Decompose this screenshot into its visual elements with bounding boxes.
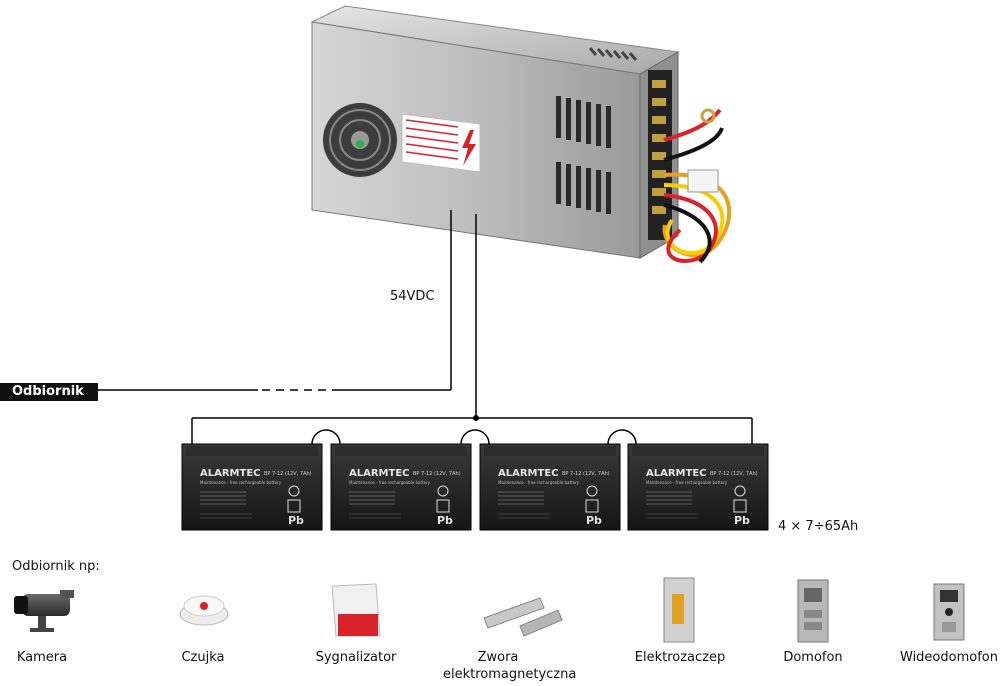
camera-icon: [14, 590, 74, 632]
battery-subtitle: Maintenance - free rechargeable battery: [349, 480, 431, 485]
recycle-icon: [288, 485, 300, 497]
battery-subtitle: Maintenance - free rechargeable battery: [646, 480, 728, 485]
wiring: [98, 210, 753, 445]
battery-chem: Pb: [734, 514, 750, 527]
recycle-icon: [734, 485, 746, 497]
intercom-icon: [797, 579, 829, 643]
recycle-icon: [586, 485, 598, 497]
battery-chem: Pb: [437, 514, 453, 527]
load-label: Odbiornik: [0, 383, 98, 401]
example-label-czujka: Czujka: [181, 650, 225, 665]
example-label-zwora: Zwora elektromagnetyczna: [443, 650, 577, 682]
power-supply: [310, 5, 732, 264]
example-label-domofon: Domofon: [783, 650, 843, 665]
battery-brand: ALARMTEC: [349, 468, 410, 479]
fan-icon: [323, 103, 397, 177]
example-label-wideodomofon: Wideodomofon: [900, 650, 998, 665]
battery-subtitle: Maintenance - free rechargeable battery: [200, 480, 282, 485]
battery-model: BP 7-12 (12V, 7Ah): [710, 471, 758, 477]
examples-heading: Odbiornik np:: [12, 559, 100, 574]
warning-label: [401, 113, 481, 173]
battery-model: BP 7-12 (12V, 7Ah): [562, 471, 610, 477]
recycle-icon: [437, 485, 449, 497]
magnetic-lock-icon: [483, 597, 563, 637]
battery-brand: ALARMTEC: [498, 468, 559, 479]
example-label-sygnalizator: Sygnalizator: [315, 650, 397, 665]
example-label-elektrozaczep: Elektrozaczep: [634, 650, 726, 665]
electric-strike-icon: [663, 577, 695, 643]
battery-capacity-label: 4 × 7÷65Ah: [778, 519, 859, 534]
battery-brand: ALARMTEC: [646, 468, 707, 479]
example-label-kamera: Kamera: [16, 650, 68, 665]
battery-chem: Pb: [288, 514, 304, 527]
bin-icon: [585, 499, 599, 513]
bin-icon: [287, 499, 301, 513]
battery-chem: Pb: [586, 514, 602, 527]
battery-model: BP 7-12 (12V, 7Ah): [413, 471, 461, 477]
battery-model: BP 7-12 (12V, 7Ah): [264, 471, 312, 477]
smoke-detector-icon: [179, 595, 229, 626]
siren-icon: [331, 583, 381, 637]
battery-subtitle: Maintenance - free rechargeable battery: [498, 480, 580, 485]
bin-icon: [733, 499, 747, 513]
bin-icon: [436, 499, 450, 513]
video-intercom-icon: [933, 583, 965, 641]
battery-brand: ALARMTEC: [200, 468, 261, 479]
output-voltage-label: 54VDC: [390, 289, 435, 304]
